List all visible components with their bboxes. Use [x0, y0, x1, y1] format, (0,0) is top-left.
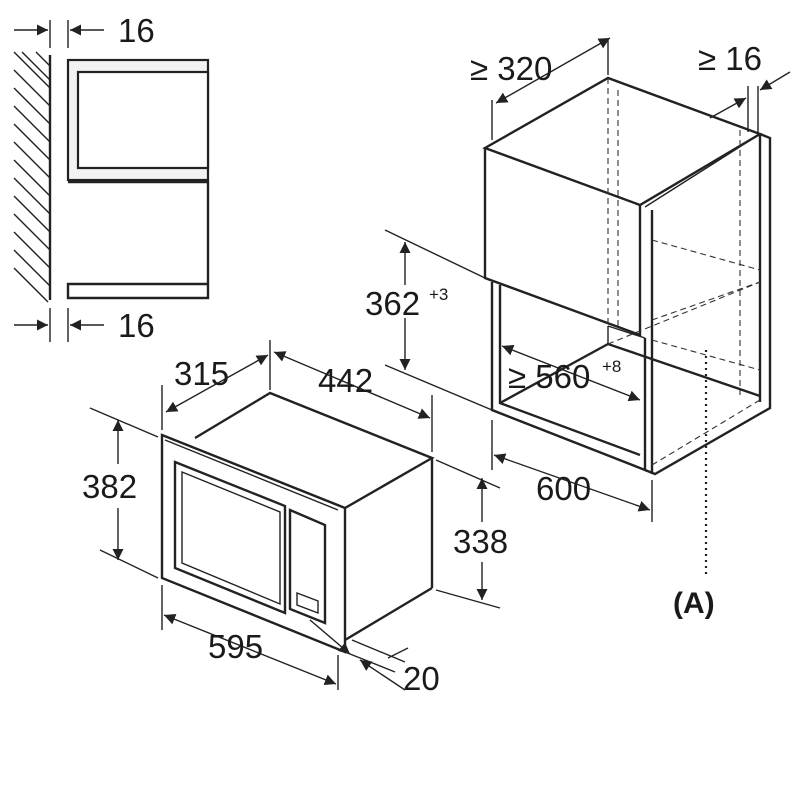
niche-width-tolerance: +8: [602, 357, 621, 376]
wall-hatching: [13, 51, 52, 303]
oven-body-width-label: 442: [318, 362, 373, 399]
cabinet-niche: [482, 76, 772, 578]
cabinet-side-label: ≥ 16: [698, 40, 762, 77]
cabinet-width-label: 600: [536, 470, 591, 507]
oven-depth-label: 315: [174, 355, 229, 392]
oven-front-width-label: 595: [208, 628, 263, 665]
oven-body-height-label: 338: [453, 523, 508, 560]
cabinet-depth-label: ≥ 320: [470, 50, 552, 87]
niche-height-label: 362: [365, 285, 420, 322]
niche-height-tolerance: +3: [429, 285, 448, 304]
frame-thickness-label: 20: [403, 660, 440, 697]
microwave-oven: [160, 391, 435, 654]
side-cabinet-section: [66, 58, 210, 300]
oven-height-label: 382: [82, 468, 137, 505]
niche-width-label: ≥ 560: [508, 358, 590, 395]
side-top-gap-label: 16: [118, 12, 155, 49]
detail-marker-a: (A): [673, 587, 715, 620]
side-view: 16 16: [13, 12, 210, 344]
side-bottom-gap-label: 16: [118, 307, 155, 344]
